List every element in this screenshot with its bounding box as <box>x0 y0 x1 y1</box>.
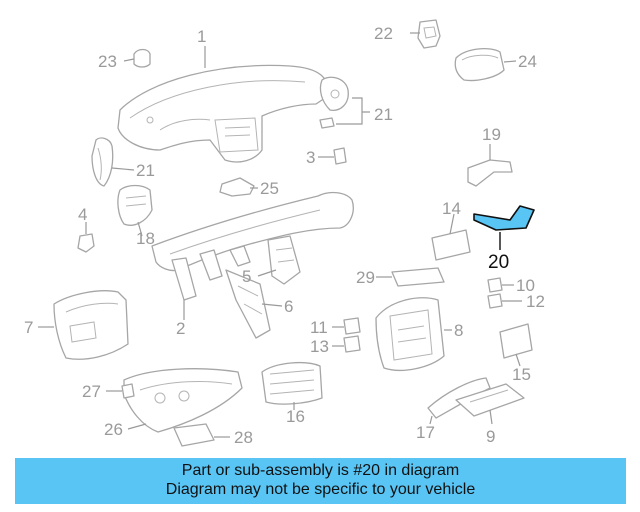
label-2: 2 <box>176 319 185 338</box>
trim-plate-part <box>391 267 445 287</box>
label-20: 20 <box>488 252 509 273</box>
switch-part <box>417 19 441 49</box>
side-cover-part <box>91 137 114 187</box>
label-19: 19 <box>482 125 501 144</box>
label-18: 18 <box>136 229 155 248</box>
label-16: 16 <box>286 407 305 426</box>
label-25: 25 <box>260 179 279 198</box>
banner-line-disclaimer: Diagram may not be specific to your vehi… <box>165 481 476 498</box>
label-27: 27 <box>82 382 101 401</box>
label-10: 10 <box>516 276 535 295</box>
banner-line-part-number: Part or sub-assembly is #20 in diagram <box>181 462 460 479</box>
label-11: 11 <box>310 318 328 337</box>
label-21-lower: 21 <box>136 161 155 180</box>
lower-cover-part <box>121 368 243 433</box>
label-9: 9 <box>486 427 495 446</box>
label-24: 24 <box>518 52 537 71</box>
part-labels: 1 2 3 4 5 6 7 8 9 10 11 12 13 14 15 16 1… <box>24 24 545 447</box>
part-info-banner: Part or sub-assembly is #20 in diagram D… <box>15 458 626 504</box>
label-12: 12 <box>526 292 545 311</box>
label-4: 4 <box>78 205 87 224</box>
lower-bracket-part <box>225 269 271 339</box>
grip-bracket-part <box>467 159 513 187</box>
label-13: 13 <box>310 337 329 356</box>
small-switch-right-part <box>487 277 503 309</box>
center-vent-part <box>261 361 323 405</box>
console-trim-part <box>427 377 491 419</box>
instrument-panel-part <box>117 64 329 163</box>
highlighted-part-20 <box>473 205 535 231</box>
console-panel-part <box>455 383 525 417</box>
center-bracket-part <box>267 235 301 285</box>
label-23: 23 <box>98 52 117 71</box>
label-1: 1 <box>197 27 206 46</box>
leader-lines <box>38 32 522 438</box>
cover-plate-part <box>499 323 533 359</box>
label-8: 8 <box>454 321 463 340</box>
bracket-clip-part <box>333 147 347 165</box>
clip-part <box>133 48 151 68</box>
air-duct-part <box>117 184 153 226</box>
access-panel-part <box>431 229 471 261</box>
pad-part <box>173 423 215 447</box>
airbag-cover-part <box>454 47 505 82</box>
label-28: 28 <box>234 428 253 447</box>
small-bracket-part <box>219 177 255 197</box>
label-14: 14 <box>442 199 461 218</box>
retainer-clip-part <box>77 233 95 253</box>
label-26: 26 <box>104 420 123 439</box>
label-17: 17 <box>416 423 435 442</box>
parts-diagram: 1 2 3 4 5 6 7 8 9 10 11 12 13 14 15 16 1… <box>24 19 545 447</box>
center-bezel-part <box>375 297 445 371</box>
label-15: 15 <box>512 365 531 384</box>
cross-car-beam-part <box>151 191 354 301</box>
label-7: 7 <box>24 318 33 337</box>
label-21-upper: 21 <box>374 105 393 124</box>
label-29: 29 <box>356 268 375 287</box>
label-22: 22 <box>374 24 393 43</box>
side-vent-part <box>319 76 349 129</box>
switch-small-part <box>343 317 361 353</box>
label-6: 6 <box>284 297 293 316</box>
label-5: 5 <box>242 267 251 286</box>
glove-box-part <box>53 290 129 360</box>
label-3: 3 <box>306 148 315 167</box>
